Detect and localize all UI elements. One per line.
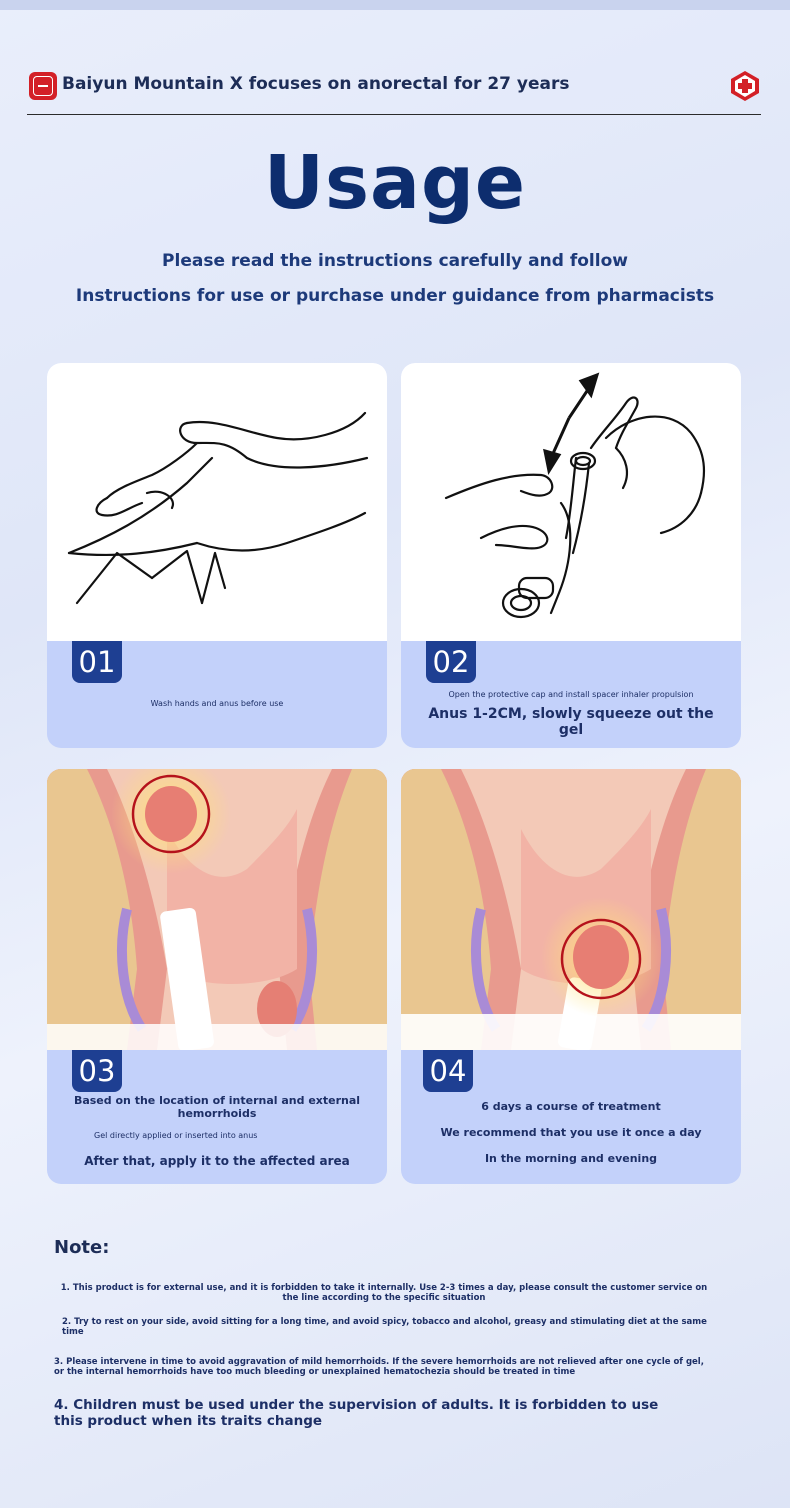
step-text: Gel directly applied or inserted into an… [94, 1131, 258, 1140]
external-hemorrhoid-illustration [401, 769, 741, 1050]
step-text-emphasis: Anus 1-2CM, slowly squeeze out the gel [428, 706, 714, 738]
top-band [0, 0, 790, 10]
brand-logo-icon [29, 72, 57, 100]
step-number-badge: 04 [423, 1050, 473, 1092]
header: Baiyun Mountain X focuses on anorectal f… [27, 70, 761, 115]
hand-wiping-illustration [47, 363, 387, 641]
medical-cross-icon [731, 71, 759, 101]
note-item-4: 4. Children must be used under the super… [54, 1397, 659, 1429]
step-card-04: 04 6 days a course of treatment We recom… [401, 769, 741, 1184]
step-number-badge: 03 [72, 1050, 122, 1092]
step-text: After that, apply it to the affected are… [84, 1154, 350, 1168]
step-card-01: 01 Wash hands and anus before use [47, 363, 387, 748]
brand-text: Baiyun Mountain X focuses on anorectal f… [62, 74, 570, 94]
note-item-1: 1. This product is for external use, and… [60, 1283, 708, 1303]
note-item-2: 2. Try to rest on your side, avoid sitti… [62, 1317, 707, 1337]
step-card-03: 03 Based on the location of internal and… [47, 769, 387, 1184]
step-text: Based on the location of internal and ex… [73, 1094, 361, 1120]
subtitle-line-1: Please read the instructions carefully a… [162, 251, 628, 271]
internal-hemorrhoid-illustration [47, 769, 387, 1050]
applicator-illustration [401, 363, 741, 641]
subtitle-line-2: Instructions for use or purchase under g… [75, 286, 715, 306]
step-text: Open the protective cap and install spac… [448, 690, 694, 699]
note-heading: Note: [54, 1237, 110, 1258]
step-text: In the morning and evening [484, 1152, 658, 1165]
step-text: We recommend that you use it once a day [440, 1126, 702, 1139]
step-text: Wash hands and anus before use [150, 699, 284, 708]
step-number-badge: 01 [72, 641, 122, 683]
note-item-3: 3. Please intervene in time to avoid agg… [54, 1357, 704, 1377]
page-title: Usage [263, 140, 527, 226]
step-number-badge: 02 [426, 641, 476, 683]
step-card-02: 02 Open the protective cap and install s… [401, 363, 741, 748]
step-text: 6 days a course of treatment [481, 1100, 661, 1113]
